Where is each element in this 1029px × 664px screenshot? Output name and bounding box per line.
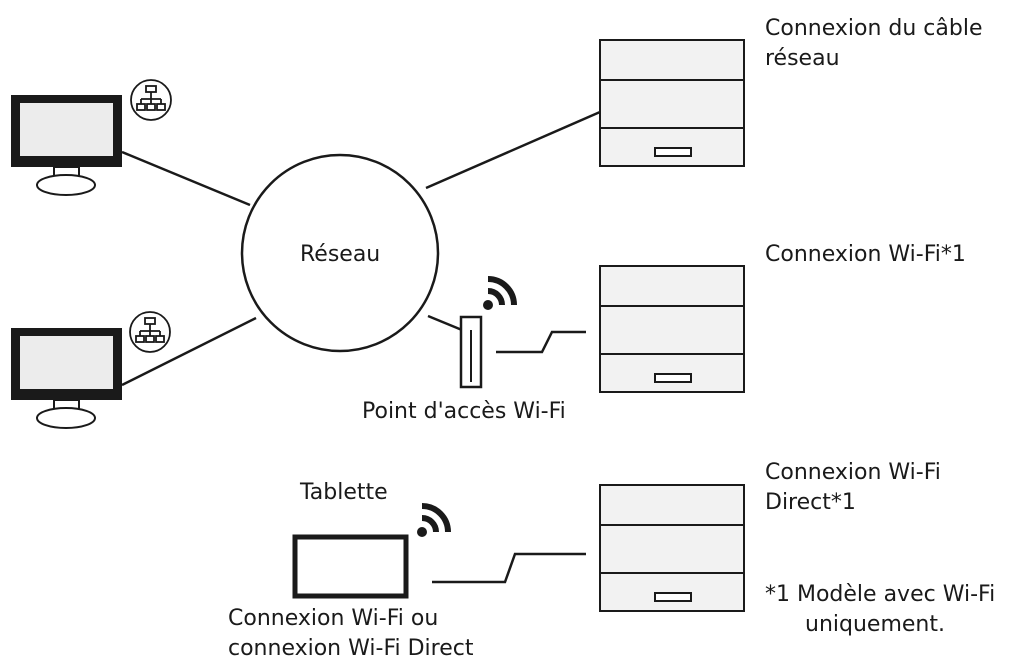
cable-connection-line1: Connexion du câble	[765, 16, 983, 41]
network-label: Réseau	[300, 242, 381, 267]
wifi-signal-icon	[417, 503, 451, 537]
wifi-direct-line1: Connexion Wi-Fi	[765, 460, 941, 485]
footnote-line1: *1 Modèle avec Wi-Fi	[765, 582, 996, 607]
connection-lines	[121, 110, 601, 584]
access-point-label: Point d'accès Wi-Fi	[362, 399, 566, 424]
printer-icon	[599, 484, 745, 612]
footnote: *1 Modèle avec Wi-Fi uniquement.	[765, 580, 995, 640]
printer-icon	[599, 39, 745, 167]
cable-connection-label: Connexion du câble réseau	[765, 14, 982, 74]
computer-monitor-icon	[11, 95, 122, 196]
tablet-connection-line2: connexion Wi-Fi Direct	[228, 636, 474, 661]
network-circle	[240, 153, 440, 353]
cable-connection-line2: réseau	[765, 46, 840, 71]
wired-network-icon	[130, 79, 172, 121]
link-computer-top	[121, 150, 251, 207]
tablet-label: Tablette	[300, 480, 388, 505]
wifi-direct-connection-label: Connexion Wi-Fi Direct*1	[765, 458, 941, 518]
tablet-connection-label: Connexion Wi-Fi ou connexion Wi-Fi Direc…	[228, 604, 473, 664]
printer-icon	[599, 265, 745, 393]
wifi-link-printer	[496, 330, 586, 354]
access-point-icon	[459, 315, 483, 389]
link-cable-printer	[425, 110, 601, 190]
wifi-connection-label: Connexion Wi-Fi*1	[765, 242, 966, 267]
wifi-direct-line2: Direct*1	[765, 490, 856, 515]
link-access-point	[427, 314, 463, 332]
computer-monitor-icon	[11, 328, 122, 429]
wired-network-icon	[129, 311, 171, 353]
footnote-line2: uniquement.	[805, 612, 945, 637]
wifi-signal-icon	[483, 276, 517, 310]
link-computer-bottom	[121, 316, 257, 387]
tablet-icon	[292, 534, 409, 599]
wifi-direct-link-printer	[432, 552, 586, 584]
tablet-connection-line1: Connexion Wi-Fi ou	[228, 606, 439, 631]
